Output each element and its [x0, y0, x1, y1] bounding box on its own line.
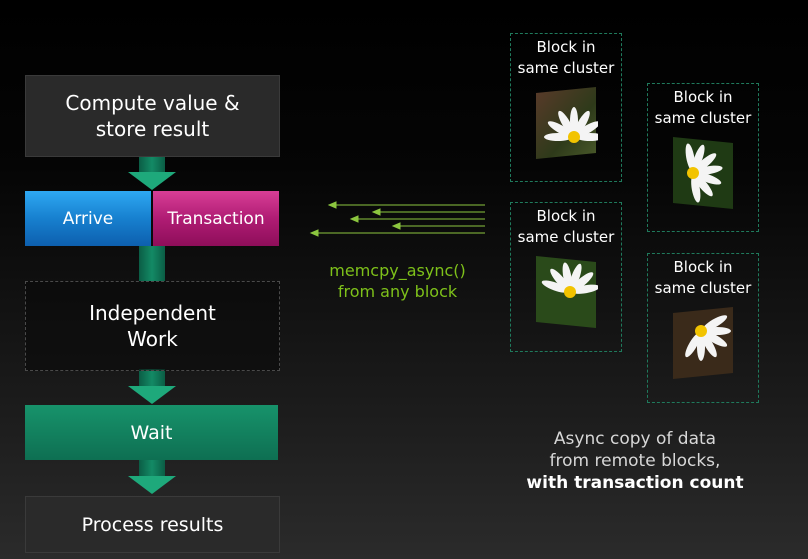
arrow-down-icon	[128, 172, 176, 190]
transaction-box: Transaction	[153, 191, 279, 246]
caption-line-2: from remote blocks,	[549, 451, 721, 471]
daisy-flower-photo-icon	[673, 307, 733, 379]
arrow-down-icon	[128, 476, 176, 494]
block-label: Block in same cluster	[654, 258, 752, 297]
arrive-label: Arrive	[62, 208, 114, 229]
cluster-block-3: Block in same cluster	[510, 202, 622, 352]
process-results-box: Process results	[25, 496, 280, 553]
connector-compute-arrive	[139, 155, 165, 175]
block-label: Block in same cluster	[654, 88, 752, 127]
left-arrow-lines-icon	[309, 201, 485, 237]
wait-label: Wait	[130, 421, 173, 444]
block-label: Block in same cluster	[517, 207, 615, 246]
cluster-block-2: Block in same cluster	[647, 83, 759, 232]
compute-box: Compute value & store result	[25, 75, 280, 157]
process-results-label: Process results	[81, 513, 224, 536]
connector-arrive-independent	[139, 246, 165, 281]
caption: Async copy of data from remote blocks, w…	[505, 428, 765, 494]
memcpy-async-label: memcpy_async() from any block	[295, 260, 500, 302]
independent-work-label: Independent Work	[89, 301, 216, 351]
caption-line-1: Async copy of data	[553, 429, 717, 449]
transaction-label: Transaction	[167, 208, 265, 229]
connector-wait-process	[139, 460, 165, 478]
independent-work-box: Independent Work	[25, 281, 280, 371]
block-label: Block in same cluster	[517, 38, 615, 77]
daisy-flower-photo-icon	[536, 256, 598, 328]
memcpy-line-2: from any block	[337, 282, 458, 301]
connector-independent-wait	[139, 369, 165, 389]
cluster-block-4: Block in same cluster	[647, 253, 759, 403]
wait-box: Wait	[25, 405, 278, 460]
memcpy-line-1: memcpy_async()	[329, 261, 466, 280]
cluster-block-1: Block in same cluster	[510, 33, 622, 182]
compute-label: Compute value & store result	[65, 91, 240, 141]
arrive-box: Arrive	[25, 191, 151, 246]
daisy-flower-photo-icon	[536, 87, 598, 159]
arrow-down-icon	[128, 386, 176, 404]
caption-line-3: with transaction count	[526, 473, 744, 493]
daisy-flower-photo-icon	[673, 137, 733, 209]
